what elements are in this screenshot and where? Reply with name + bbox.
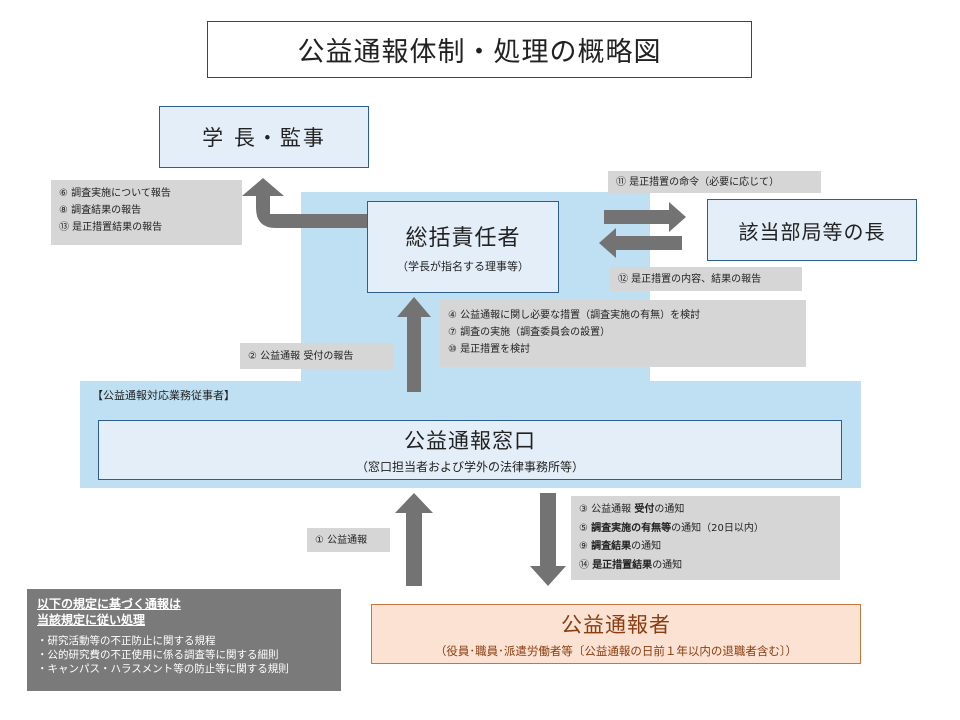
other-rules-box: 以下の規定に基づく通報は 当該規定に従い処理 ・研究活動等の不正防止に関する規程…	[27, 589, 341, 691]
notice-line-receipt: ③ 公益通報 受付の通知	[579, 504, 685, 515]
notice-line-investigation: ⑤ 調査実施の有無等の通知（20日以内）	[579, 522, 764, 534]
note-correction-report: ⑫ 是正措置の内容、結果の報告	[610, 267, 802, 291]
rules-list: ・研究活動等の不正防止に関する規程 ・公的研究費の不正使用に係る調査等に関する細…	[37, 634, 331, 676]
note-line: ⑥ 調査実施について報告	[59, 188, 171, 199]
note-line: ⑦ 調査の実施（調査委員会の設置）	[448, 327, 611, 338]
staff-label: 【公益通報対応業務従事者】	[92, 389, 235, 402]
arrow-order-to-dept	[604, 202, 686, 232]
arrow-desk-to-director	[397, 297, 431, 392]
arrow-report-to-director	[599, 228, 682, 258]
note-whistleblow-report: ① 公益通報	[307, 528, 390, 552]
general-director-box: 総括責任者 （学長が指名する理事等）	[367, 201, 559, 293]
notice-line-result: ⑨ 調査結果の通知	[579, 541, 662, 552]
reporting-desk-label: 公益通報窓口	[404, 429, 536, 453]
rules-list-item: ・キャンパス・ハラスメント等の防止等に関する規則	[37, 663, 289, 675]
note-notifications: ③ 公益通報 受付の通知 ⑤ 調査実施の有無等の通知（20日以内） ⑨ 調査結果…	[571, 496, 840, 580]
note-line: ⑩ 是正措置を検討	[448, 344, 531, 355]
rules-heading-line: 当該規定に従い処理	[37, 613, 146, 627]
arrow-report-to-president	[242, 178, 367, 228]
note-reports-to-president: ⑥ 調査実施について報告 ⑧ 調査結果の報告 ⑬ 是正措置結果の報告	[51, 180, 242, 245]
reporting-desk-note: （窓口担当者および学外の法律事務所等）	[355, 460, 584, 474]
general-director-label: 総括責任者	[405, 226, 521, 251]
notice-line-correction: ⑭ 是正措置結果の通知	[579, 559, 683, 571]
note-receipt-report: ② 公益通報 受付の報告	[240, 343, 393, 369]
whistleblower-note: （役員･職員･派遣労働者等〔公益通報の日前１年以内の退職者含む〕）	[434, 644, 798, 658]
department-head-box: 該当部局等の長	[707, 199, 917, 261]
whistleblower-box: 公益通報者 （役員･職員･派遣労働者等〔公益通報の日前１年以内の退職者含む〕）	[371, 604, 861, 664]
page-title: 公益通報体制・処理の概略図	[207, 21, 752, 78]
arrow-desk-to-reporter	[530, 493, 566, 586]
note-line: ④ 公益通報に関し必要な措置（調査実施の有無）を検討	[448, 310, 701, 321]
president-auditor-box: 学 長・監事	[159, 106, 369, 168]
general-director-note: （学長が指名する理事等）	[397, 260, 529, 273]
rules-list-item: ・公的研究費の不正使用に係る調査等に関する細則	[37, 649, 279, 661]
note-line: ⑬ 是正措置結果の報告	[59, 222, 163, 233]
rules-list-item: ・研究活動等の不正防止に関する規程	[37, 635, 216, 647]
note-line: ⑧ 調査結果の報告	[59, 205, 142, 216]
note-director-actions: ④ 公益通報に関し必要な措置（調査実施の有無）を検討 ⑦ 調査の実施（調査委員会…	[440, 300, 806, 367]
rules-heading-line: 以下の規定に基づく通報は	[37, 597, 182, 611]
arrow-reporter-to-desk	[395, 493, 433, 586]
whistleblower-label: 公益通報者	[561, 613, 671, 637]
note-correction-order: ⑪ 是正措置の命令（必要に応じて）	[608, 171, 821, 193]
reporting-desk-box: 公益通報窓口 （窓口担当者および学外の法律事務所等）	[98, 420, 842, 480]
